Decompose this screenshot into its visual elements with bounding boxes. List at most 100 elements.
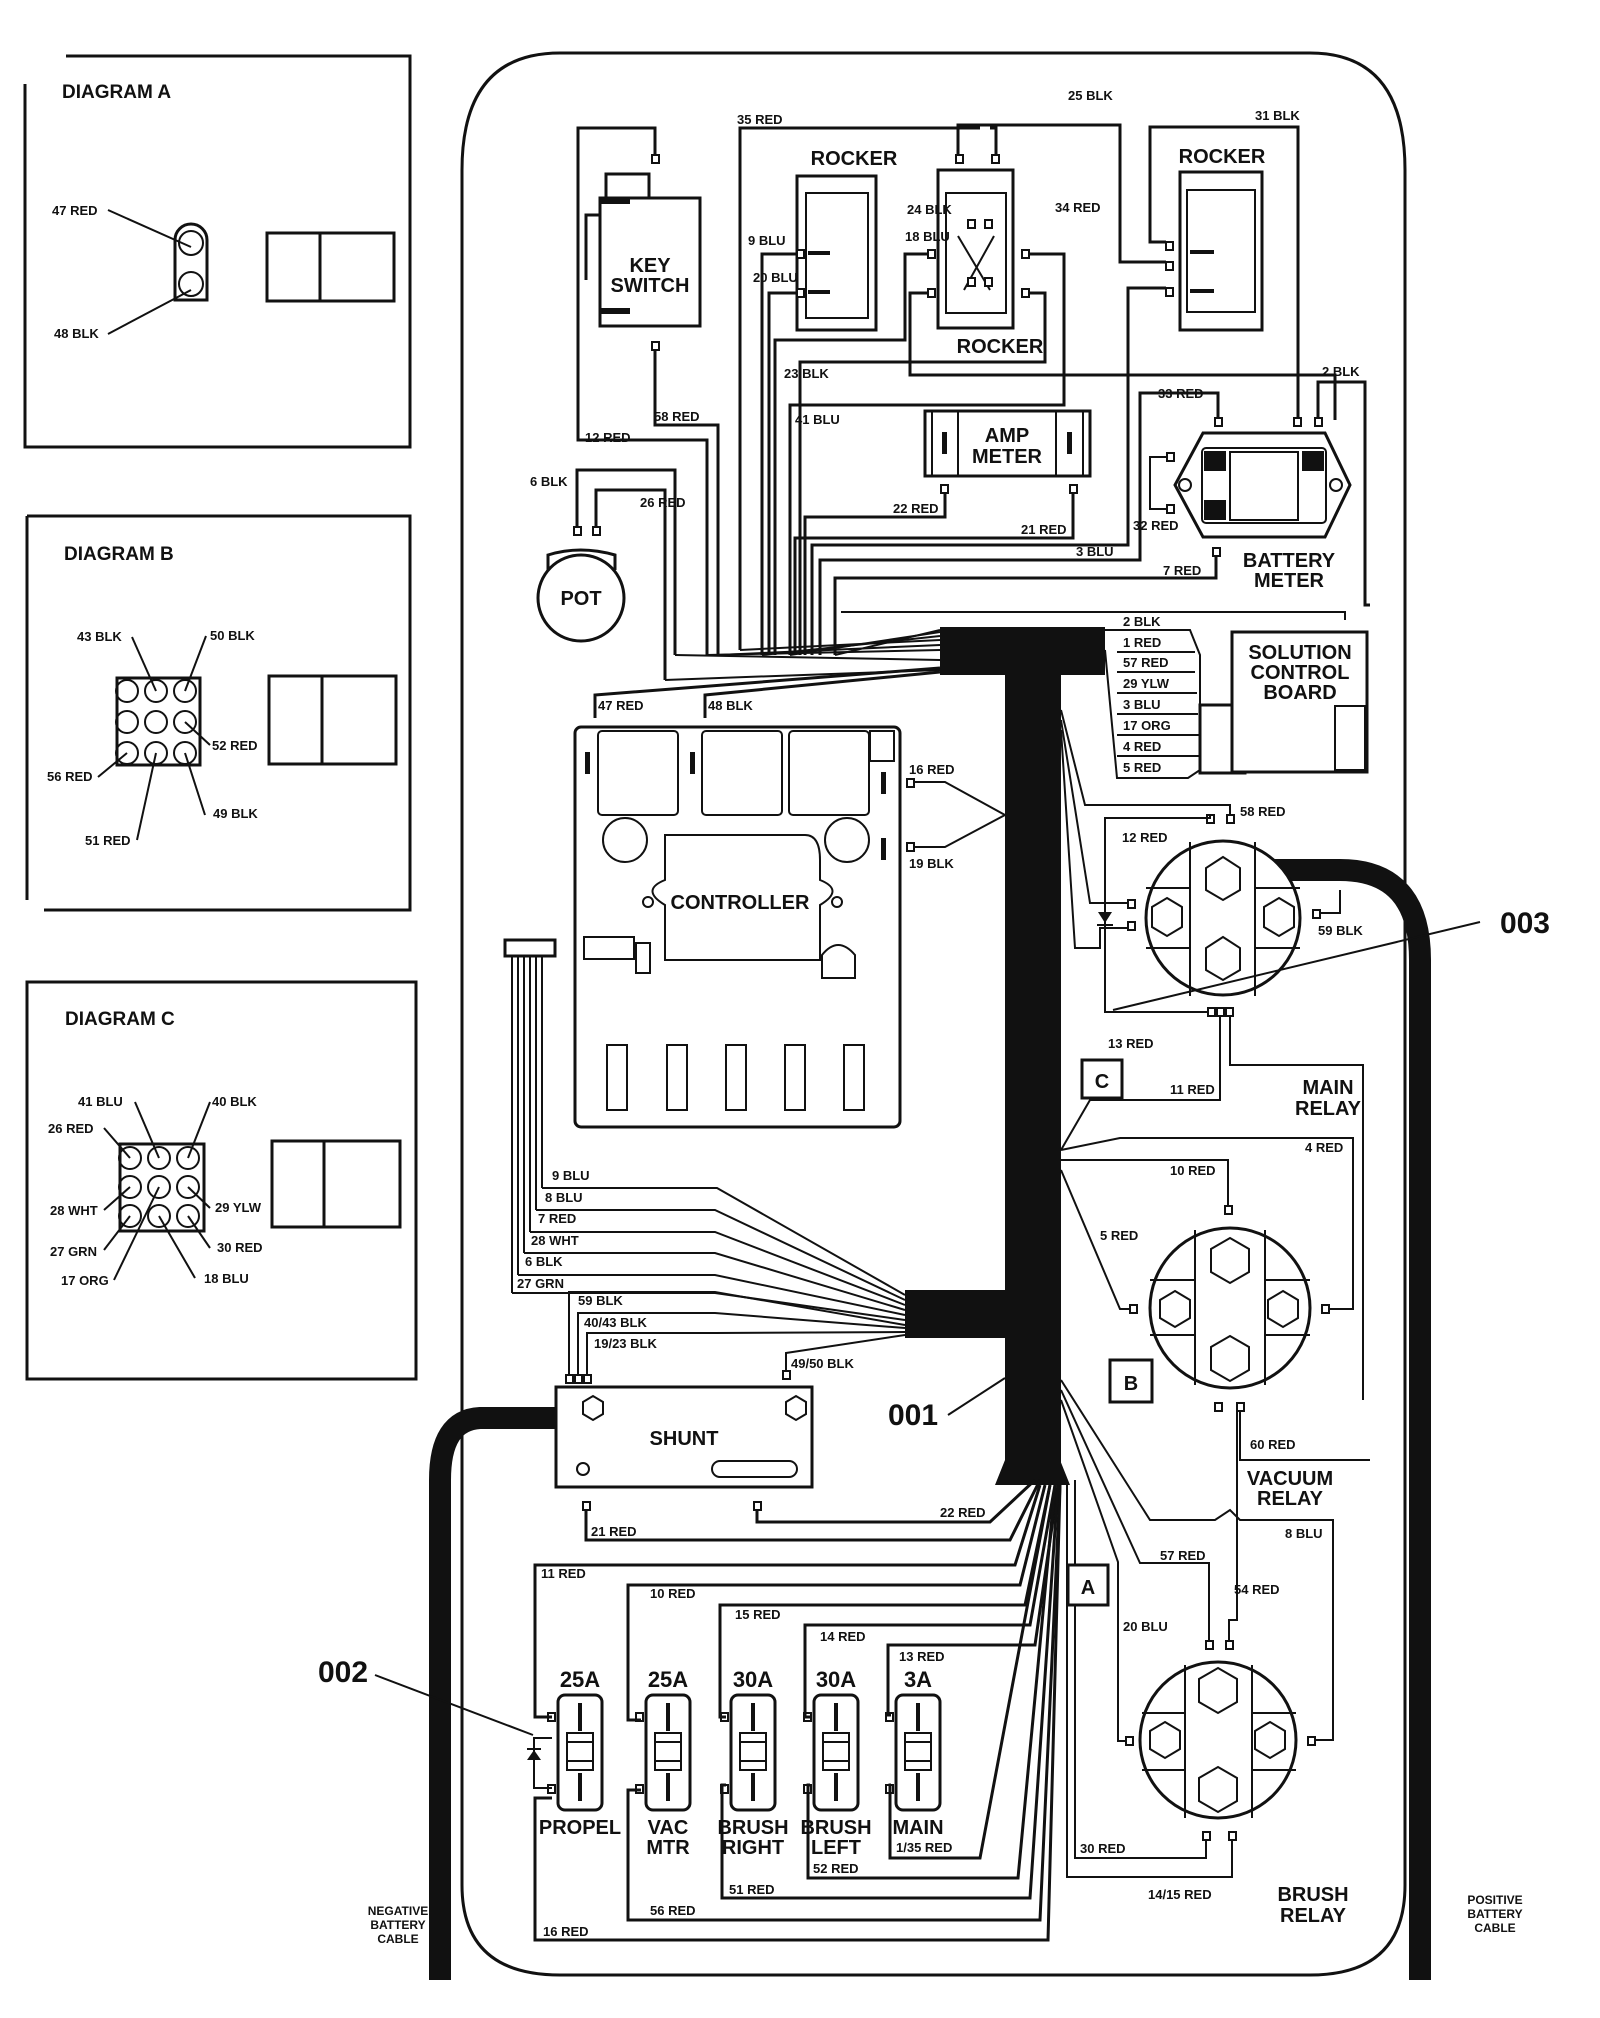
pos-cable-label: CABLE <box>1474 1921 1515 1935</box>
wire-label: 50 BLK <box>210 628 255 643</box>
diagram-a-title: DIAGRAM A <box>62 82 171 103</box>
pos-cable-label: POSITIVE <box>1467 1893 1522 1907</box>
ref-c: C <box>1095 1071 1109 1093</box>
breaker-rating: 30A <box>733 1667 773 1692</box>
neg-cable-label: BATTERY <box>370 1918 425 1932</box>
wire-20-blu <box>767 291 797 655</box>
main-harness-001 <box>905 627 1105 1485</box>
wire-label: 3 BLU <box>1076 544 1114 559</box>
diagram-a-rocker-outline <box>265 231 396 303</box>
breaker-line <box>666 1703 670 1731</box>
solution-board-label: BOARD <box>1263 682 1336 704</box>
wire-label: 26 RED <box>48 1121 94 1136</box>
wire-label: 26 RED <box>640 495 686 510</box>
callout-003: 003 <box>1500 907 1550 940</box>
diagram-b-rocker-outline <box>267 674 398 766</box>
positive-battery-cable <box>1265 859 1431 1980</box>
wire-label: 27 GRN <box>517 1276 564 1291</box>
rocker-left-label: ROCKER <box>811 148 898 170</box>
pot-label: POT <box>560 588 601 610</box>
rocker-center-label: ROCKER <box>957 336 1044 358</box>
wire-13-red-relay <box>1060 729 1128 949</box>
wire-label: 20 BLU <box>753 270 798 285</box>
wire-49-50-blk <box>785 1334 906 1371</box>
wire-label: 18 BLU <box>204 1271 249 1286</box>
solution-control-board: SOLUTION CONTROL BOARD <box>1230 630 1369 774</box>
wire-label: 47 RED <box>52 203 98 218</box>
wire-label: 19/23 BLK <box>594 1336 657 1351</box>
wire-label: 16 RED <box>909 762 955 777</box>
diagram-c-rocker-outline <box>270 1139 402 1229</box>
wire-label: 17 ORG <box>1123 718 1171 733</box>
wire-label: 52 RED <box>813 1861 859 1876</box>
wire-label: 22 RED <box>893 501 939 516</box>
wire-label: 6 BLK <box>525 1254 563 1269</box>
callout-003-leader <box>1112 921 1481 1011</box>
wire-26-red <box>594 488 667 680</box>
main-relay-label: RELAY <box>1295 1098 1362 1120</box>
wire-18-blu <box>773 252 928 655</box>
ref-a: A <box>1081 1577 1095 1599</box>
main-relay: MAIN RELAY <box>1097 814 1362 1120</box>
wire-label: 57 RED <box>1123 655 1169 670</box>
callout-002: 002 <box>318 1656 368 1689</box>
wire-label: 11 RED <box>1170 1082 1215 1097</box>
wire-35-red <box>738 126 998 650</box>
wire-label: 12 RED <box>585 430 631 445</box>
diode-002 <box>527 1737 552 1789</box>
wire-16-19 <box>914 781 1008 848</box>
ref-b: B <box>1124 1373 1138 1395</box>
wire-19-23-blk <box>586 1331 906 1375</box>
wire-10-red-breaker <box>626 1484 1047 1722</box>
wire-label: 4 RED <box>1305 1140 1343 1155</box>
wire-label: 51 RED <box>729 1882 775 1897</box>
brush-relay: BRUSH RELAY <box>1125 1640 1349 1927</box>
wire-label: 59 BLK <box>578 1293 623 1308</box>
diagram-a-panel: DIAGRAM A 47 RED 48 BLK <box>23 54 412 449</box>
main-relay-label: MAIN <box>1302 1077 1353 1099</box>
wire-47-red <box>593 666 941 718</box>
diagram-b-title: DIAGRAM B <box>64 544 174 565</box>
wire-label: 11 RED <box>541 1566 586 1581</box>
wire-label: 3 BLU <box>1123 697 1161 712</box>
wire-label: 9 BLU <box>748 233 786 248</box>
wire-23-blk <box>908 291 1337 420</box>
shunt: SHUNT <box>554 1370 814 1511</box>
ribbon-connector <box>503 938 557 1293</box>
wire-label: 49/50 BLK <box>791 1356 854 1371</box>
breaker-body <box>894 1693 942 1812</box>
wire-54-red-relay <box>1228 1411 1238 1641</box>
breaker-name: MAIN <box>892 1817 943 1839</box>
wire-label: 25 BLK <box>1068 88 1113 103</box>
rocker-switch-center: ROCKER <box>927 154 1044 358</box>
controller: CONTROLLER <box>573 725 902 1129</box>
vacuum-relay-label: RELAY <box>1257 1488 1324 1510</box>
diagram-b-pin-grid <box>115 679 197 765</box>
wire-label: 2 BLK <box>1322 364 1360 379</box>
wire-21-red <box>793 493 1075 655</box>
breaker-name: RIGHT <box>722 1837 784 1859</box>
wire-22-red-lower <box>755 1478 1037 1524</box>
breaker-rating: 25A <box>560 1667 600 1692</box>
wire-7-red <box>833 556 1218 655</box>
wire-label: 7 RED <box>1163 563 1201 578</box>
wire-label: 52 RED <box>212 738 258 753</box>
wire-label: 21 RED <box>1021 522 1067 537</box>
wire-25-blk <box>956 123 1166 264</box>
wire-5-red-relay <box>1060 1169 1130 1310</box>
wire-label: 6 BLK <box>530 474 568 489</box>
lower-left-wires <box>512 1187 906 1321</box>
wire-label: 59 BLK <box>1318 923 1363 938</box>
wire-label: 5 RED <box>1123 760 1161 775</box>
wire-40-43-blk <box>577 1312 906 1375</box>
diagram-a-connector <box>173 222 209 302</box>
control-panel-outline <box>460 51 1407 1977</box>
wire-label: 35 RED <box>737 112 783 127</box>
breaker-line <box>751 1773 755 1801</box>
